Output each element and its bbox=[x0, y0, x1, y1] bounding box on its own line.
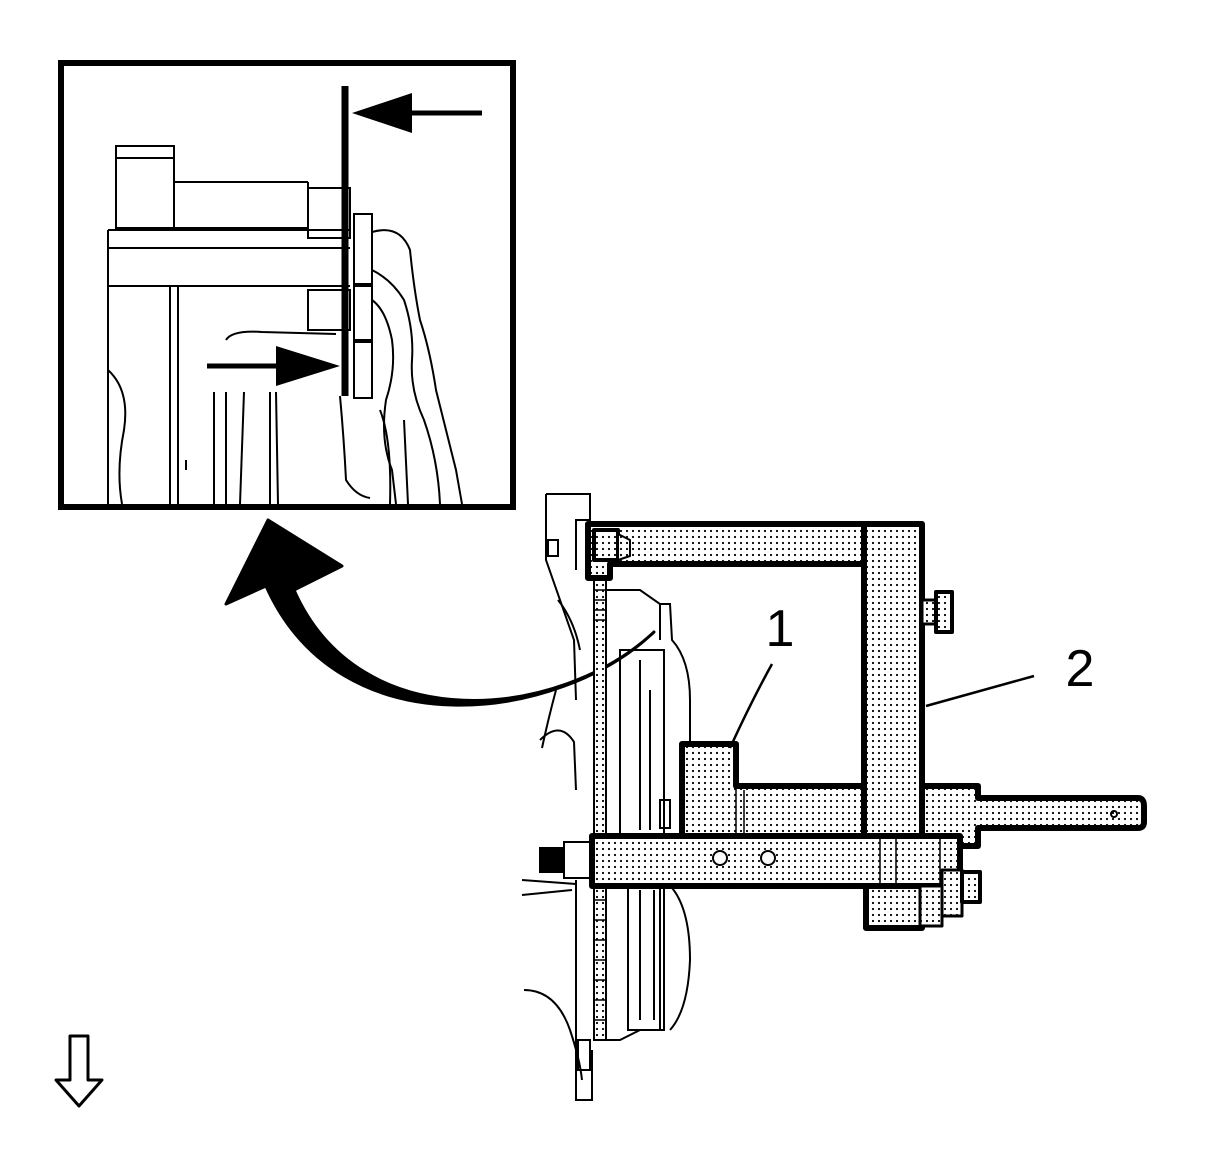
tool-yoke-leg bbox=[861, 521, 925, 839]
callout-2-label: 2 bbox=[1066, 640, 1095, 698]
tool-lower-bar bbox=[589, 833, 963, 889]
callout-1-label: 1 bbox=[766, 600, 795, 658]
tool-inner-step bbox=[679, 741, 867, 839]
detail-inset bbox=[58, 60, 516, 510]
curved-arrow-icon bbox=[224, 518, 656, 707]
flywheel-assembly bbox=[521, 493, 692, 1101]
callout-2: 2 bbox=[925, 640, 1095, 708]
down-arrow-icon bbox=[54, 1034, 104, 1108]
inset-frame bbox=[58, 60, 516, 510]
arrow-icon bbox=[207, 346, 340, 386]
bolt-head bbox=[115, 145, 175, 229]
tool-bottom-block bbox=[863, 883, 925, 931]
callout-1: 1 bbox=[728, 600, 795, 749]
arrow-icon bbox=[352, 93, 482, 133]
adjuster-screw bbox=[920, 590, 954, 634]
tool-spindle bbox=[919, 783, 1147, 849]
special-tool bbox=[585, 521, 1147, 931]
